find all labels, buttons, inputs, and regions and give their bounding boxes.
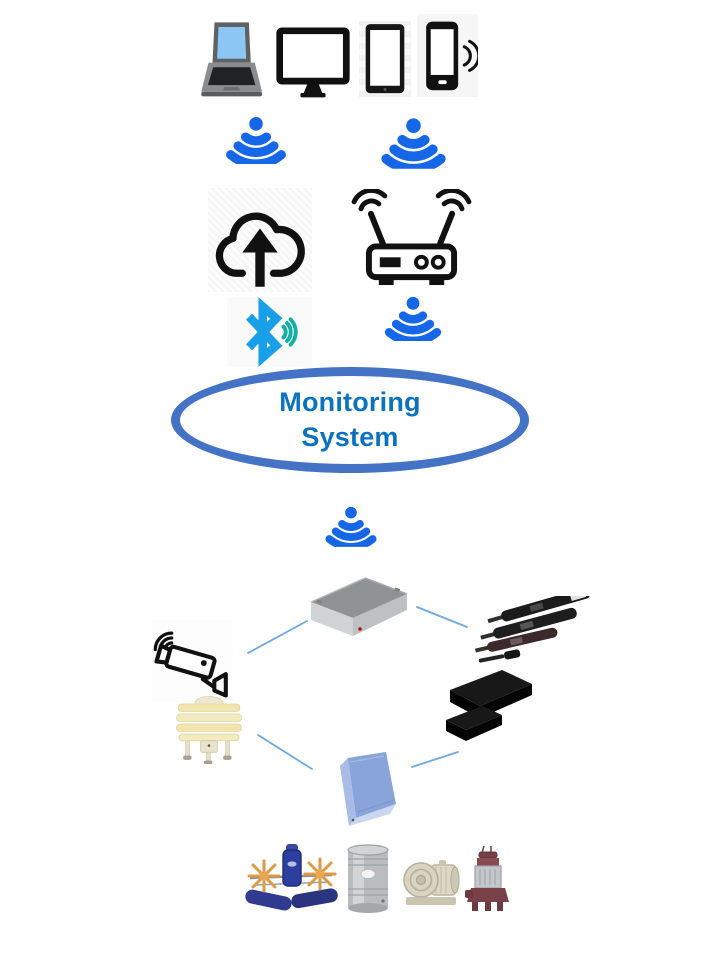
- weather-sensor: [166, 694, 252, 764]
- water-quality-probes: [466, 596, 598, 670]
- monitoring-system-title-line2: System: [301, 422, 399, 452]
- relay-module-boxes: [444, 668, 536, 746]
- tablet-icon: [359, 21, 411, 97]
- air-blower: [401, 851, 461, 909]
- wifi-signal-icon: [322, 505, 380, 547]
- control-enclosure-box: [334, 748, 402, 832]
- monitoring-system-title-line1: Monitoring: [279, 387, 421, 417]
- cctv-camera-icon: [152, 620, 234, 702]
- storage-tank: [345, 843, 391, 915]
- wifi-signal-icon: [222, 115, 290, 164]
- laptop-icon: [198, 18, 264, 106]
- wifi-signal-icon: [377, 116, 450, 169]
- monitoring-system-node: Monitoring System: [171, 367, 529, 473]
- cloud-upload-icon: [208, 188, 312, 292]
- wireless-router-icon: [349, 189, 474, 288]
- smartphone-signal-icon: [417, 14, 478, 97]
- wifi-signal-icon: [381, 295, 445, 341]
- gateway-logger-box: [303, 572, 415, 644]
- submersible-pump: [464, 844, 512, 914]
- bluetooth-signal-icon: [227, 297, 312, 367]
- desktop-monitor-icon: [276, 27, 350, 99]
- paddlewheel-aerator: [240, 838, 342, 914]
